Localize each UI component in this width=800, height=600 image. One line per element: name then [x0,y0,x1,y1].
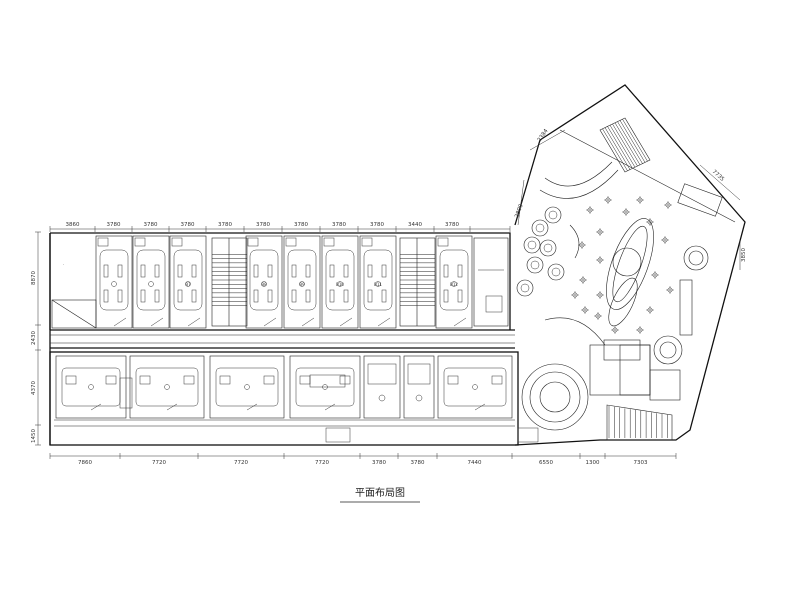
dining-table [596,291,604,299]
top-dim-8: 3780 [332,222,346,228]
lower-wing-rooms [55,355,539,443]
dining-table [581,306,589,314]
dining-table [636,326,644,334]
dining-table [666,286,674,294]
room-code: B8 [261,282,267,287]
right-dim: 3850 [741,248,747,262]
dining-table [596,256,604,264]
suite-room [209,355,285,419]
guest-room: B8 [245,235,283,329]
guest-room: B11 [359,235,397,329]
dining-table [664,201,672,209]
left-dim-4: 1450 [31,429,37,443]
guest-room [95,235,133,329]
bottom-dim-7: 7440 [468,460,482,466]
title-text: 平面布局图 [355,487,405,499]
bottom-dim-10: 7303 [634,460,648,466]
bottom-dim-3: 7720 [234,460,248,466]
top-dim-7: 3780 [294,222,308,228]
room-code: B9 [299,282,305,287]
dining-table [636,196,644,204]
bottom-dim-1: 7860 [78,460,92,466]
suite-room [129,355,205,419]
left-dim-1: 8870 [31,271,37,285]
suite-room [363,355,401,419]
guest-room [132,235,170,329]
drawing-title: 平面布局图 [340,487,420,503]
dining-table [646,306,654,314]
top-dim-5: 3780 [218,222,232,228]
dining-table [651,271,659,279]
room-code: B12 [450,282,458,287]
suite-room [437,355,513,419]
dining-table [579,276,587,284]
top-dim-1: 3860 [66,222,80,228]
top-dim-2: 3780 [107,222,121,228]
left-dimension-chain: 8870 2430 4370 1450 [31,231,41,446]
room-code: B10 [336,282,344,287]
top-dim-3: 3780 [144,222,158,228]
bottom-dim-6: 3780 [411,460,425,466]
dining-table [586,206,594,214]
bottom-dim-8: 6550 [539,460,553,466]
lower-wing-walls [49,351,519,446]
stair-right [399,237,436,327]
booth-seat [526,256,544,274]
top-dim-6: 3780 [256,222,270,228]
dining-table [578,241,586,249]
bottom-dimension-chain: 7860 7720 7720 7720 3780 3780 7440 6550 1300 7303 [49,453,677,466]
bottom-dim-9: 1300 [586,460,600,466]
upper-wing-rooms: B7 B8 B9 B10 B11 B12 [95,235,473,329]
guest-room: B7 [169,235,207,329]
guest-room: B12 [435,235,473,329]
suite-room [403,355,435,419]
stair-left [211,237,248,327]
room-code: B7 [185,282,191,287]
upper-wing-walls: . [49,232,515,445]
dining-table [622,208,630,216]
top-dim-9: 3780 [370,222,384,228]
stair-top [599,117,651,173]
dining-table [604,196,612,204]
top-dim-11: 3780 [445,222,459,228]
left-dim-3: 4370 [31,381,37,395]
dining-table [594,312,602,320]
room-code: B11 [374,282,382,287]
left-dim-2: 2430 [31,331,37,345]
booth-seat [544,206,562,224]
dining-table [596,228,604,236]
svg-text:.: . [63,261,64,266]
booth-seat [523,236,541,254]
upper-end-room [473,237,509,327]
guest-room: B10 [321,235,359,329]
booth-seat [547,263,565,281]
angled-dim-2: 2800 [514,203,525,219]
dining-table [646,218,654,226]
dining-table [661,236,669,244]
booth-seat [531,219,549,237]
bottom-dim-5: 3780 [372,460,386,466]
top-dimension-chain: 3860 3780 3780 3780 3780 3780 3780 3780 3780 3440… [49,222,511,232]
bottom-dim-4: 7720 [315,460,329,466]
bottom-dim-2: 7720 [152,460,166,466]
dining-table [571,291,579,299]
rotunda-block [514,84,746,446]
top-dim-10: 3440 [408,222,422,228]
top-dim-4: 3780 [181,222,195,228]
dining-table [611,326,619,334]
guest-room: B9 [283,235,321,329]
booth-seat [539,239,557,257]
booth-seat [516,279,534,297]
suite-room [55,355,127,419]
